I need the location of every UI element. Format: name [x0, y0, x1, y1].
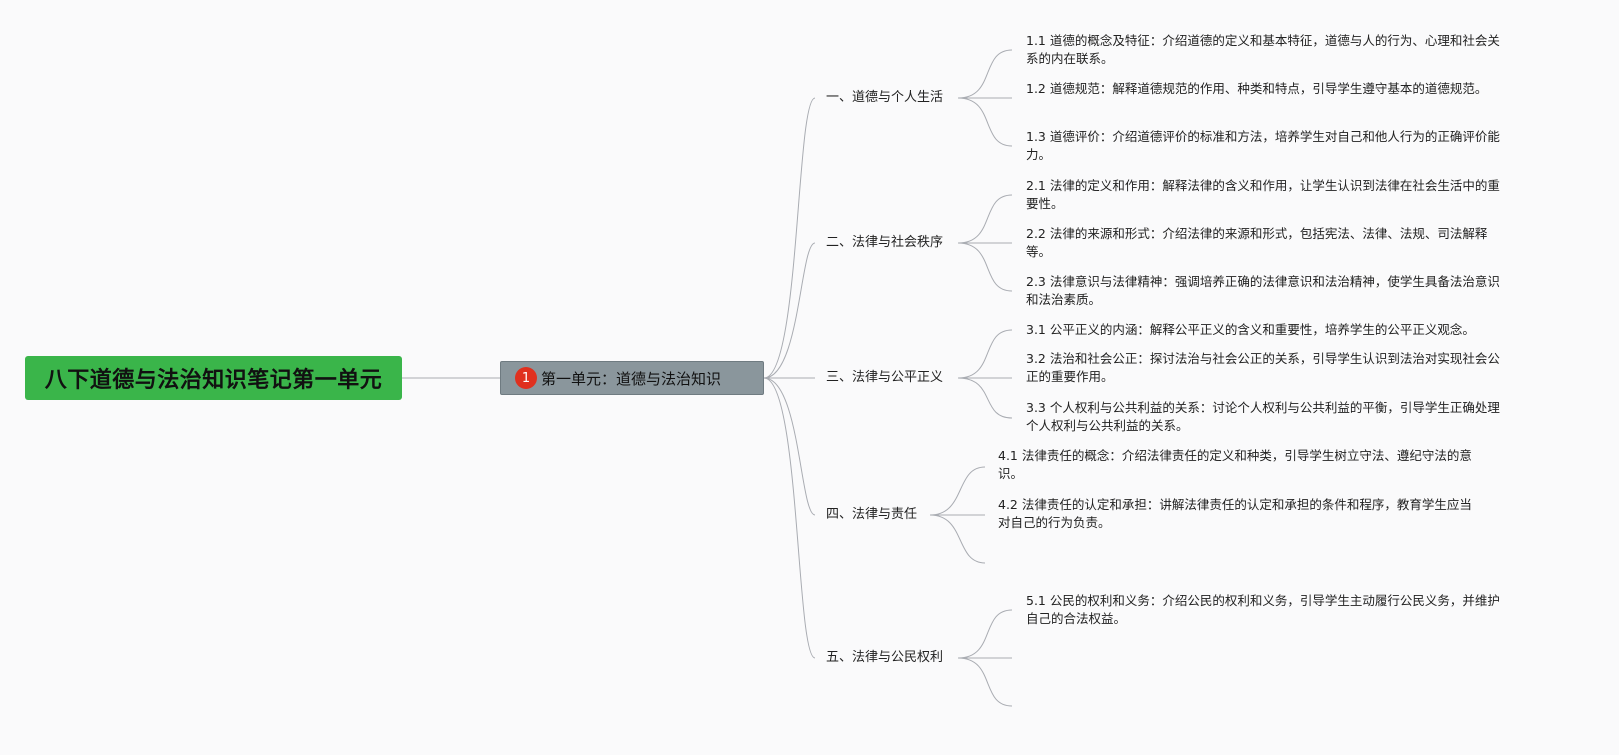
connector-main-branch-4 — [763, 377, 816, 516]
leaf-topic-1-1[interactable]: 1.1 道德的概念及特征：介绍道德的定义和基本特征，道德与人的行为、心理和社会关… — [1026, 33, 1500, 66]
branch-topic-law-responsibility[interactable]: 四、法律与责任 — [826, 507, 918, 522]
connector-branch-5-leaf-1 — [957, 609, 1013, 659]
connector-main-branch-1 — [763, 97, 816, 379]
leaf-topic-2-2[interactable]: 2.2 法律的来源和形式：介绍法律的来源和形式，包括宪法、法律、法规、司法解释等… — [1026, 226, 1488, 259]
leaf-topic-3-3[interactable]: 3.3 个人权利与公共利益的关系：讨论个人权利与公共利益的平衡，引导学生正确处理… — [1026, 400, 1500, 433]
connector-branch-1-leaf-1 — [957, 49, 1013, 99]
connector-branch-2-leaf-1 — [957, 194, 1013, 244]
leaf-topic-1-3[interactable]: 1.3 道德评价：介绍道德评价的标准和方法，培养学生对自己和他人行为的正确评价能… — [1026, 129, 1500, 162]
connector-branch-3-leaf-1 — [957, 329, 1013, 379]
root-topic[interactable]: 八下道德与法治知识笔记第一单元 — [25, 356, 402, 400]
connector-branch-3-leaf-3 — [957, 377, 1013, 419]
connector-branch-2-leaf-3 — [957, 242, 1013, 292]
leaf-topic-3-2[interactable]: 3.2 法治和社会公正：探讨法治与社会公正的关系，引导学生认识到法治对实现社会公… — [1026, 351, 1500, 384]
branch-topic-moral-life[interactable]: 一、道德与个人生活 — [826, 90, 944, 105]
branch-topic-law-justice[interactable]: 三、法律与公平正义 — [826, 370, 944, 385]
leaf-topic-4-1[interactable]: 4.1 法律责任的概念：介绍法律责任的定义和种类，引导学生树立守法、遵纪守法的意… — [998, 448, 1472, 481]
priority-badge: 1 — [515, 367, 537, 389]
connector-main-branch-2 — [763, 242, 816, 379]
connector-branch-4-leaf-1 — [929, 466, 986, 516]
connector-main-branch-5 — [763, 377, 816, 659]
connector-branch-1-leaf-3 — [957, 97, 1013, 147]
leaf-topic-4-2[interactable]: 4.2 法律责任的认定和承担：讲解法律责任的认定和承担的条件和程序，教育学生应当… — [998, 497, 1472, 530]
leaf-topic-5-1[interactable]: 5.1 公民的权利和义务：介绍公民的权利和义务，引导学生主动履行公民义务，并维护… — [1026, 593, 1500, 626]
connector-branch-4-empty — [929, 514, 986, 564]
leaf-topic-1-2[interactable]: 1.2 道德规范：解释道德规范的作用、种类和特点，引导学生遵守基本的道德规范。 — [1026, 81, 1488, 96]
main-topic[interactable]: 1 第一单元：道德与法治知识 — [500, 361, 764, 395]
branch-topic-law-order[interactable]: 二、法律与社会秩序 — [826, 235, 944, 250]
root-topic-label: 八下道德与法治知识笔记第一单元 — [44, 368, 383, 393]
leaf-topic-2-1[interactable]: 2.1 法律的定义和作用：解释法律的含义和作用，让学生认识到法律在社会生活中的重… — [1026, 178, 1500, 211]
branch-topic-citizen-rights[interactable]: 五、法律与公民权利 — [826, 650, 944, 665]
leaf-topic-3-1[interactable]: 3.1 公平正义的内涵：解释公平正义的含义和重要性，培养学生的公平正义观念。 — [1026, 322, 1475, 337]
connector-branch-5-empty-2 — [957, 657, 1013, 707]
main-topic-label: 第一单元：道德与法治知识 — [541, 369, 722, 388]
leaf-topic-2-3[interactable]: 2.3 法律意识与法律精神：强调培养正确的法律意识和法治精神，使学生具备法治意识… — [1026, 274, 1500, 307]
